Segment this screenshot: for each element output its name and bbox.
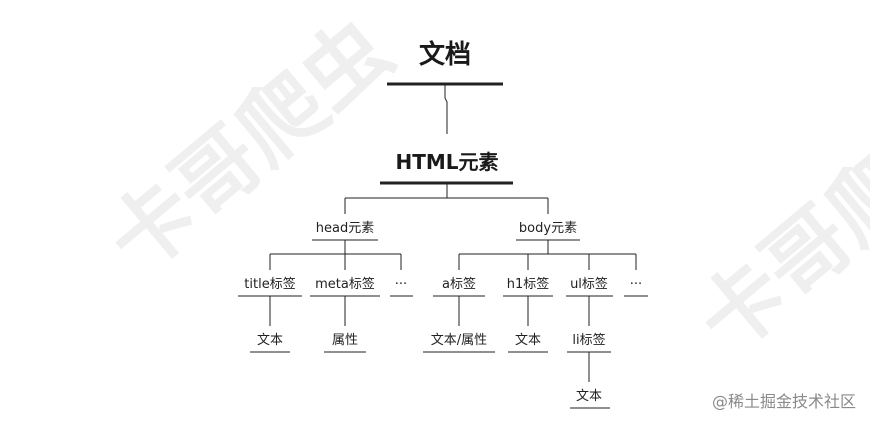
edge-root-html — [444, 84, 448, 134]
node-body-more: ... — [629, 273, 643, 288]
node-head-more: ... — [394, 273, 408, 288]
source-credit: @稀土掘金技术社区 — [711, 392, 856, 411]
node-a: a标签 — [442, 277, 476, 292]
node-h1: h1标签 — [506, 277, 550, 292]
leaf-li-text: 文本 — [575, 389, 603, 404]
node-li: li标签 — [572, 333, 606, 348]
node-meta: meta标签 — [315, 277, 375, 292]
leaf-meta-attr: 属性 — [331, 333, 359, 348]
node-ul: ul标签 — [570, 277, 608, 292]
leaf-title-text: 文本 — [256, 333, 284, 348]
leaf-h1-text: 文本 — [514, 333, 542, 348]
node-html: HTML元素 — [395, 150, 499, 174]
node-head: head元素 — [315, 221, 375, 236]
node-root: 文档 — [418, 40, 472, 70]
node-title: title标签 — [244, 277, 296, 292]
leaf-a-text-attr: 文本/属性 — [430, 333, 488, 348]
node-body: body元素 — [518, 221, 578, 236]
